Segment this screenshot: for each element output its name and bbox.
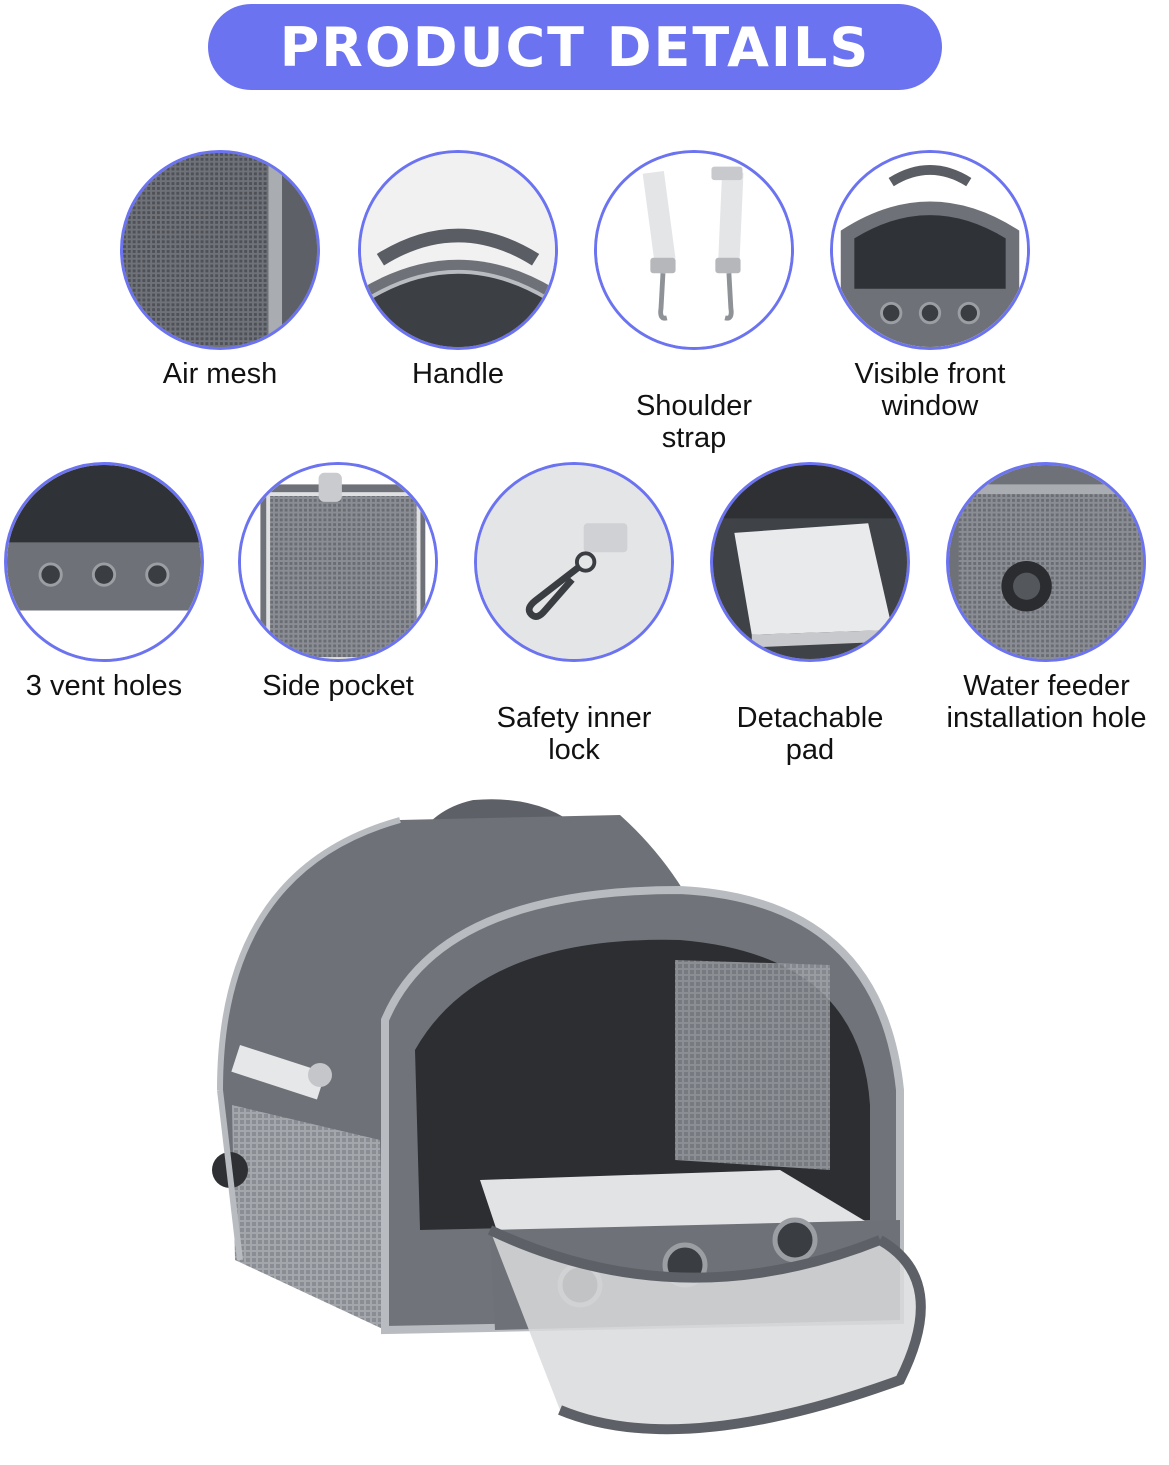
inner-lock-label-text: Safety inner lock (496, 702, 652, 766)
water-hole-image (946, 462, 1146, 662)
front-window-image (830, 150, 1030, 350)
vent-holes-image (4, 462, 204, 662)
front-window-label: Visible front window (854, 358, 1006, 422)
water-hole-label: Water feeder installation hole (946, 670, 1147, 734)
product-details-banner: PRODUCT DETAILS (208, 4, 942, 90)
air-mesh-label: Air mesh (162, 358, 278, 390)
side-pocket-label: Side pocket (262, 670, 414, 702)
vent-holes-label: 3 vent holes (25, 670, 183, 702)
inner-lock-image (474, 462, 674, 662)
pet-carrier-image (180, 760, 980, 1460)
pad-label-text: Detachable pad (736, 702, 884, 766)
pad-image (710, 462, 910, 662)
pad-label: Detachable pad (696, 670, 924, 766)
handle-image (358, 150, 558, 350)
side-pocket-image (238, 462, 438, 662)
banner-title: PRODUCT DETAILS (279, 15, 871, 79)
air-mesh-image (120, 150, 320, 350)
shoulder-strap-image (594, 150, 794, 350)
shoulder-strap-label-text: Shoulder strap (635, 390, 753, 454)
handle-label: Handle (412, 358, 504, 390)
inner-lock-label: Safety inner lock (460, 670, 688, 766)
shoulder-strap-label: Shoulder strap (594, 358, 794, 454)
